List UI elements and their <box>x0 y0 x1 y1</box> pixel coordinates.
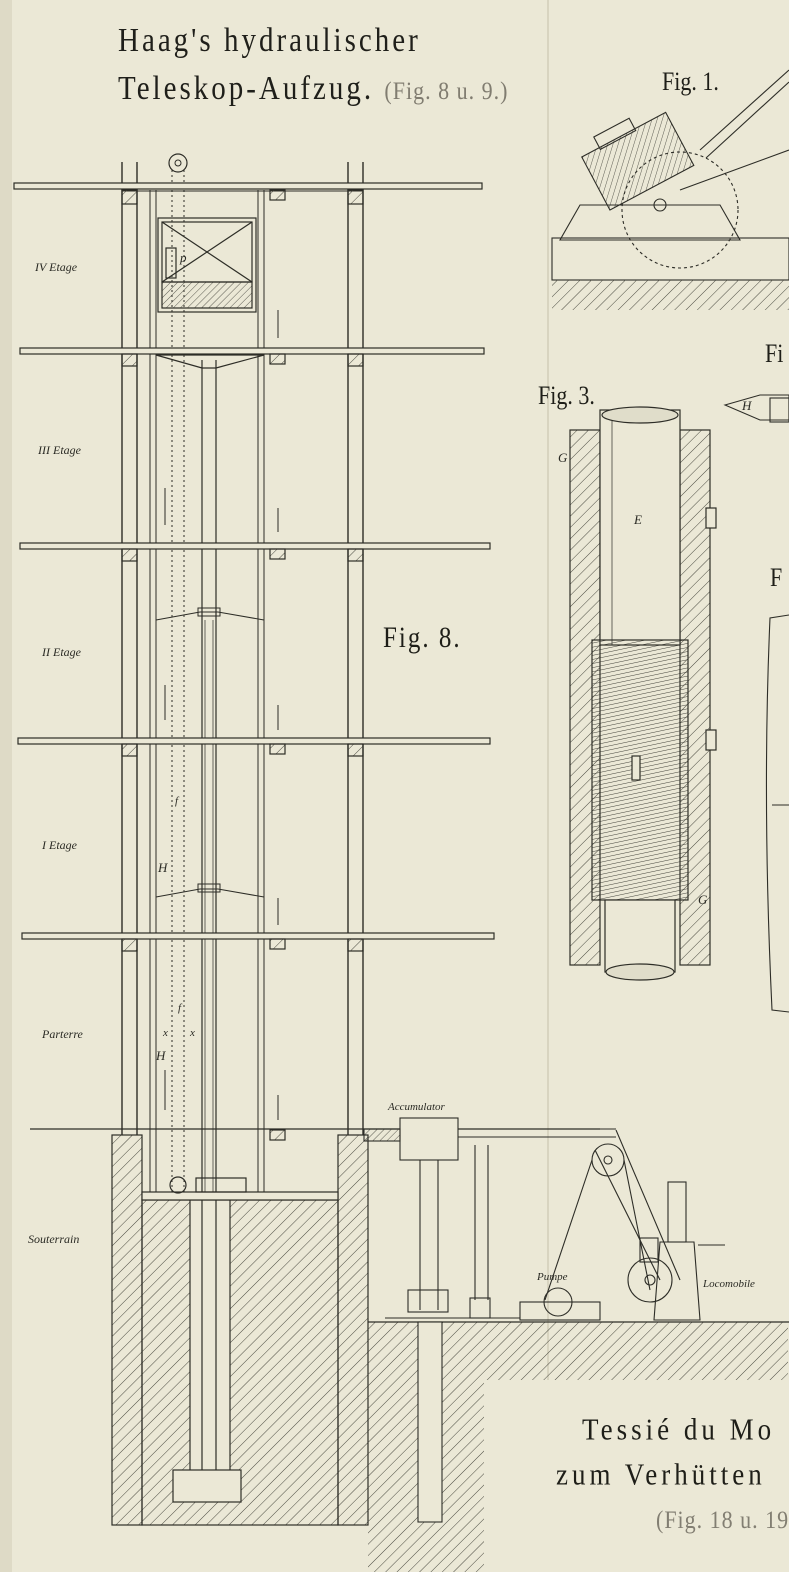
part-label-p: p <box>180 250 187 265</box>
bottom-title-reference: (Fig. 18 u. 19 <box>656 1505 789 1534</box>
part-label-h-fig2: H <box>742 398 752 413</box>
bottom-title-line-2: zum Verhütten <box>556 1457 766 1492</box>
floor-label-2: II Etage <box>42 645 81 659</box>
fig3-label: Fig. 3. <box>538 380 595 410</box>
bottom-title-line-1: Tessié du Mo <box>582 1412 776 1447</box>
floor-label-souterrain: Souterrain <box>28 1232 80 1246</box>
fig8-label: Fig. 8. <box>383 622 462 655</box>
part-label-f-upper: f <box>175 795 179 807</box>
accumulator-label: Accumulator <box>388 1101 445 1113</box>
part-label-h-upper: H <box>158 860 168 875</box>
floor-label-parterre: Parterre <box>42 1027 83 1041</box>
title-main: Teleskop-Aufzug. <box>118 70 375 107</box>
title-line-1: Haag's hydraulischer <box>118 22 421 59</box>
crossheads <box>155 310 279 1120</box>
title-reference: (Fig. 8 u. 9.) <box>384 75 509 105</box>
floor-label-4: IV Etage <box>35 260 78 274</box>
locomobile-label: Locomobile <box>703 1278 755 1290</box>
fig-right-fragment <box>765 614 789 1013</box>
fig-right-label: F <box>770 562 783 592</box>
part-label-g-bottom: G <box>698 892 708 907</box>
floor-beams <box>13 182 600 1141</box>
floor-label-3: III Etage <box>38 443 81 457</box>
part-label-x-right: x <box>190 1027 195 1039</box>
fig1-label: Fig. 1. <box>662 66 719 96</box>
machinery-drawing <box>363 1117 725 1523</box>
part-label-g-top: G <box>558 450 568 465</box>
floor-label-1: I Etage <box>42 838 77 852</box>
fig3-drawing <box>569 406 717 981</box>
fig2-label: Fi <box>765 338 784 368</box>
fig1-drawing <box>551 69 789 310</box>
part-label-f-lower: f <box>178 1002 182 1014</box>
title-line-2: Teleskop-Aufzug. (Fig. 8 u. 9.) <box>118 70 508 108</box>
part-label-h-lower: H <box>156 1048 166 1063</box>
part-label-x-left: x <box>163 1027 168 1039</box>
part-label-e: E <box>634 512 642 527</box>
elevator-cabin <box>155 217 265 369</box>
fig2-fragment <box>723 394 789 423</box>
pump-label: Pumpe <box>537 1271 568 1283</box>
